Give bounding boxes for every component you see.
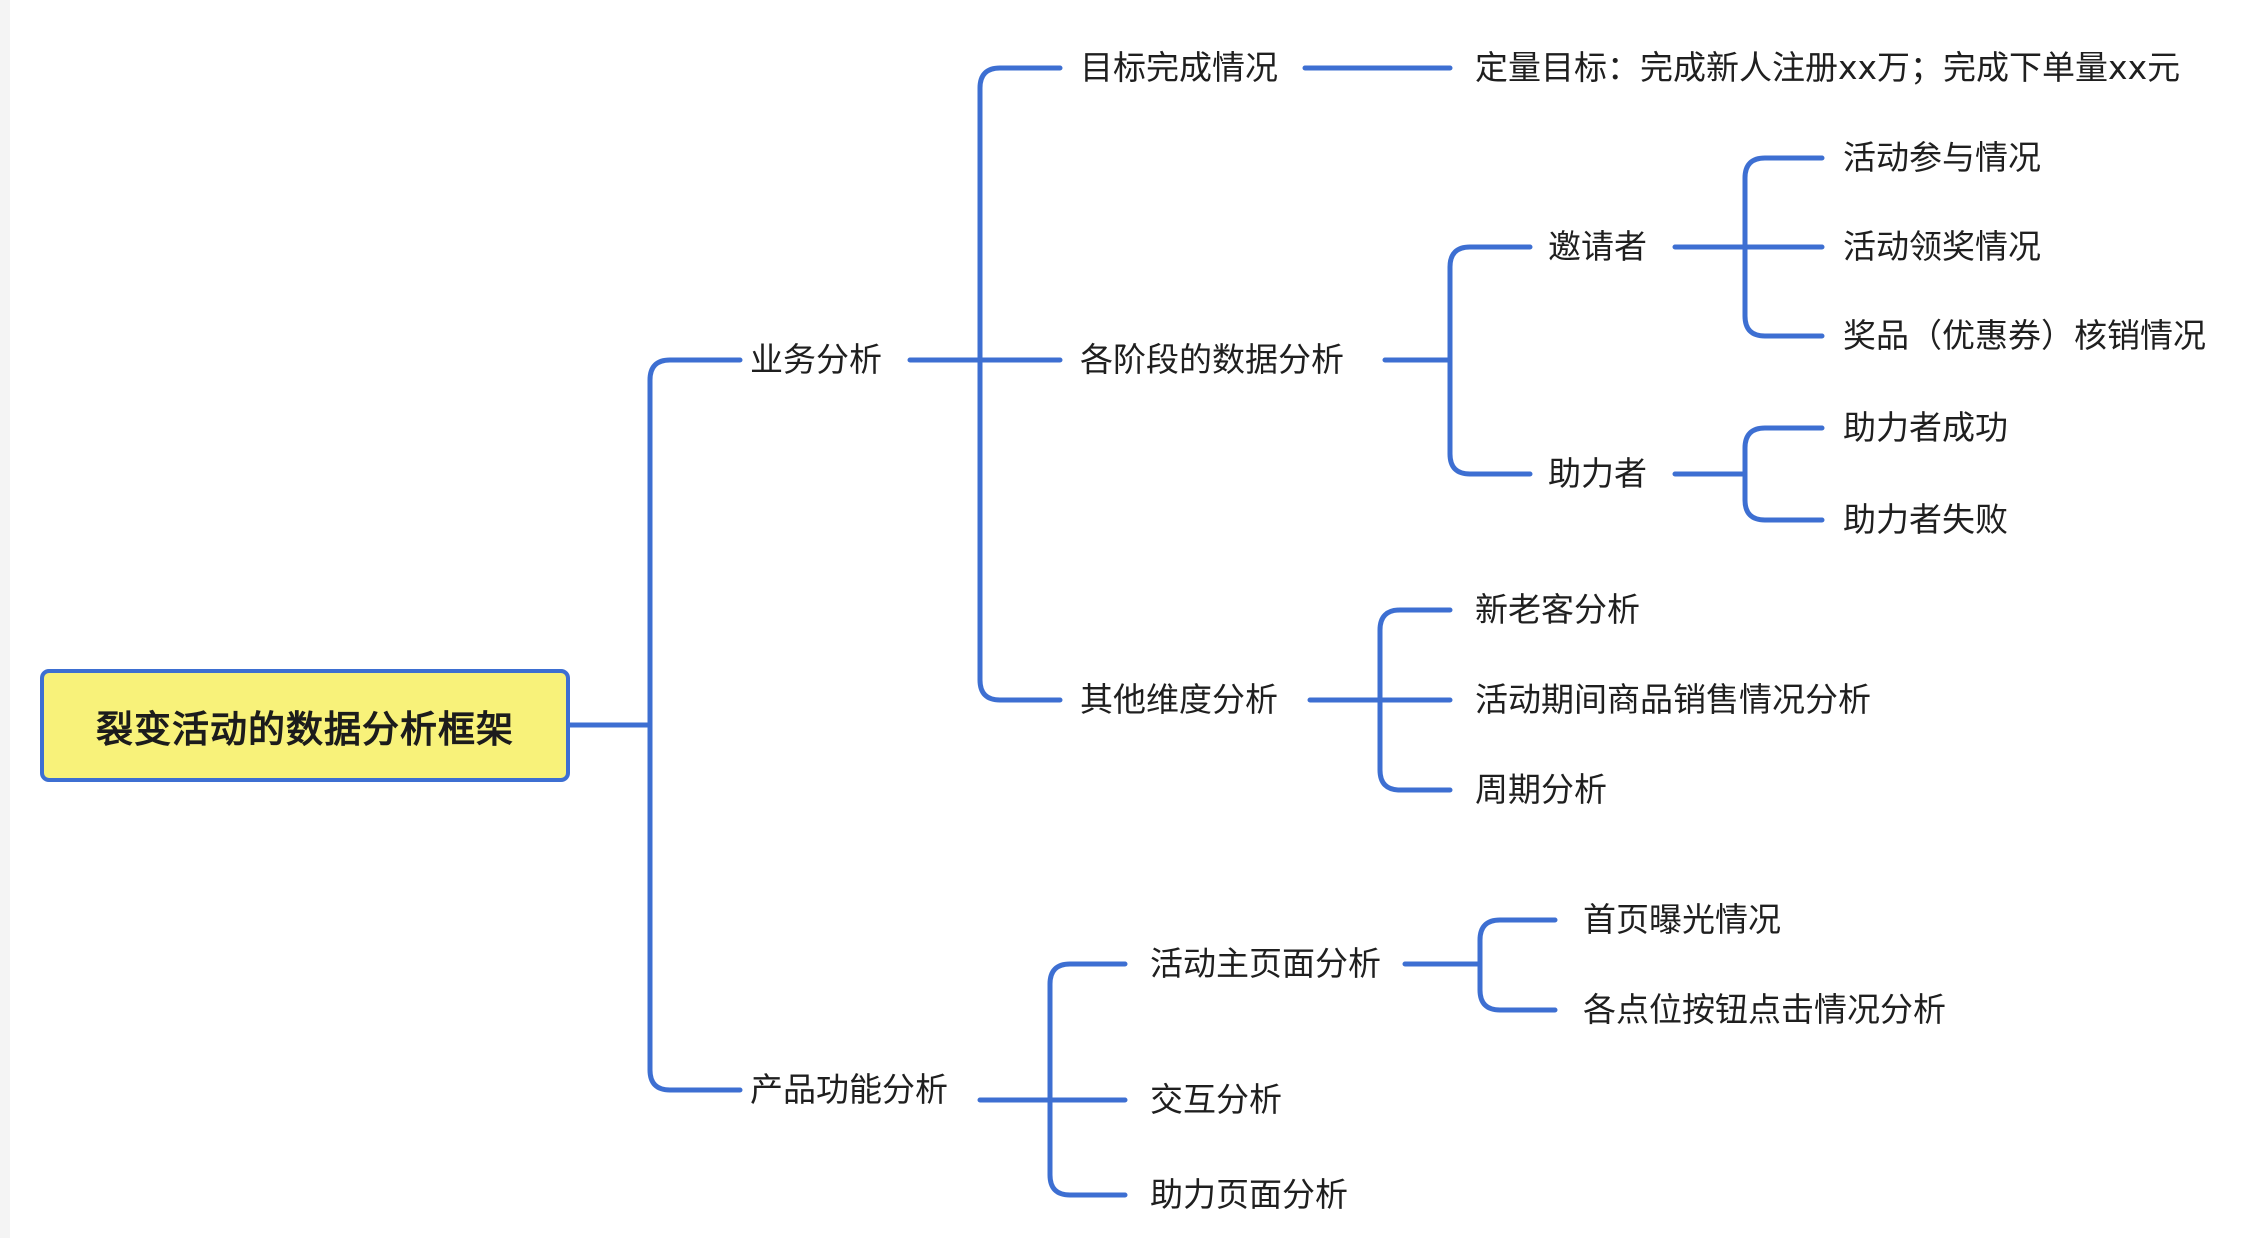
node-inviter-participation[interactable]: 活动参与情况 <box>1843 138 2041 177</box>
node-goal-completion[interactable]: 目标完成情况 <box>1080 48 1278 87</box>
node-other-dimensions[interactable]: 其他维度分析 <box>1080 680 1278 719</box>
node-business-analysis[interactable]: 业务分析 <box>750 340 882 379</box>
node-helper-fail[interactable]: 助力者失败 <box>1843 500 2008 539</box>
connector-business-level2 <box>907 65 1063 703</box>
node-button-click-analysis[interactable]: 各点位按钮点击情况分析 <box>1583 990 1946 1029</box>
node-sales-analysis[interactable]: 活动期间商品销售情况分析 <box>1475 680 1871 719</box>
node-helper[interactable]: 助力者 <box>1548 454 1647 493</box>
connector-main-page-items <box>1402 917 1558 1013</box>
node-help-page-analysis[interactable]: 助力页面分析 <box>1150 1175 1348 1214</box>
root-node[interactable]: 裂变活动的数据分析框架 <box>40 669 570 782</box>
node-helper-success[interactable]: 助力者成功 <box>1843 408 2008 447</box>
node-product-function-analysis[interactable]: 产品功能分析 <box>750 1070 948 1109</box>
connector-other-items <box>1307 607 1453 793</box>
node-inviter[interactable]: 邀请者 <box>1548 227 1647 266</box>
node-stage-data-analysis[interactable]: 各阶段的数据分析 <box>1080 340 1344 379</box>
node-inviter-coupon[interactable]: 奖品（优惠券）核销情况 <box>1843 316 2206 355</box>
node-homepage-exposure[interactable]: 首页曝光情况 <box>1583 900 1781 939</box>
node-new-old-customers[interactable]: 新老客分析 <box>1475 590 1640 629</box>
node-inviter-reward[interactable]: 活动领奖情况 <box>1843 227 2041 266</box>
connector-product-level2 <box>977 961 1128 1198</box>
left-edge-strip <box>0 0 10 1238</box>
connector-inviter-items <box>1672 155 1825 339</box>
connector-root-level1 <box>567 357 743 1093</box>
node-goal-detail[interactable]: 定量目标：完成新人注册xx万；完成下单量xx元 <box>1475 48 2181 87</box>
node-interaction-analysis[interactable]: 交互分析 <box>1150 1080 1282 1119</box>
node-period-analysis[interactable]: 周期分析 <box>1475 770 1607 809</box>
node-main-page-analysis[interactable]: 活动主页面分析 <box>1150 944 1381 983</box>
connector-stage-roles <box>1382 244 1533 477</box>
connector-helper-items <box>1672 425 1825 523</box>
